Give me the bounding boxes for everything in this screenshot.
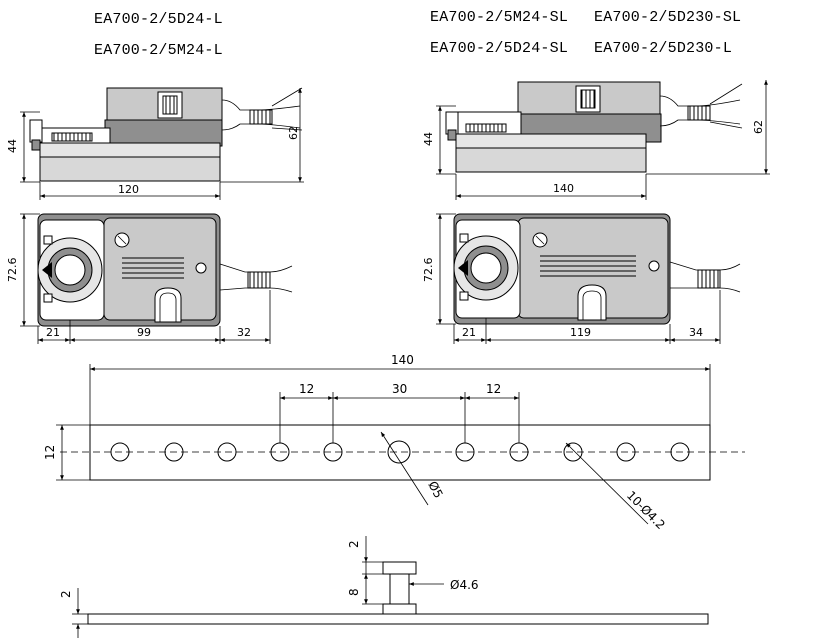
dim-holes: 10-Ø4.2: [624, 488, 668, 532]
dim-total-height: 62: [752, 120, 765, 134]
right-side-view: [445, 81, 743, 173]
right-top-view: [453, 213, 741, 325]
dim-width: 72.6: [6, 258, 19, 283]
dim-width: 72.6: [422, 258, 435, 283]
dim-pitch-right: 12: [486, 382, 501, 396]
mounting-plate: 140 12 30 12 12 Ø5 10-Ø4.2: [43, 353, 745, 532]
dim-height: 44: [422, 132, 435, 146]
left-side-dimensions: 44 62 120: [6, 88, 304, 200]
dim-plate-length: 140: [391, 353, 414, 367]
right-side-dimensions: 44 62 140: [422, 80, 770, 200]
left-top-view: [37, 213, 293, 327]
dim-c: 34: [689, 326, 703, 339]
model-label: EA700-2/5D230-L: [594, 40, 733, 57]
dim-pin-height: 8: [347, 588, 361, 596]
dim-length: 140: [553, 182, 574, 195]
dim-pin-dia: Ø4.6: [450, 578, 479, 592]
dim-total-height: 62: [287, 126, 300, 140]
dim-plate-width: 12: [43, 445, 57, 460]
right-top-dimensions: 72.6 21 119 34: [422, 213, 721, 344]
dim-length: 120: [118, 183, 139, 196]
dim-pitch-left: 12: [299, 382, 314, 396]
model-label: EA700-2/5D24-L: [94, 11, 223, 28]
plate-holes: [110, 440, 690, 464]
left-side-view: [29, 87, 303, 182]
model-label: EA700-2/5M24-SL: [430, 9, 569, 26]
dim-b: 99: [137, 326, 151, 339]
dim-height: 44: [6, 139, 19, 153]
dim-a: 21: [462, 326, 476, 339]
model-label: EA700-2/5D24-SL: [430, 40, 569, 57]
dim-center-gap: 30: [392, 382, 407, 396]
pin-side-view: 2 8 Ø4.6 2: [59, 536, 709, 638]
dim-plate-thickness: 2: [59, 590, 73, 598]
model-label: EA700-2/5M24-L: [94, 42, 223, 59]
dim-a: 21: [46, 326, 60, 339]
dim-b: 119: [570, 326, 591, 339]
left-top-dimensions: 72.6 21 99 32: [6, 213, 271, 344]
dim-c: 32: [237, 326, 251, 339]
dim-pin-top: 2: [347, 540, 361, 548]
dim-center-hole: Ø5: [425, 479, 445, 501]
model-label: EA700-2/5D230-SL: [594, 9, 742, 26]
